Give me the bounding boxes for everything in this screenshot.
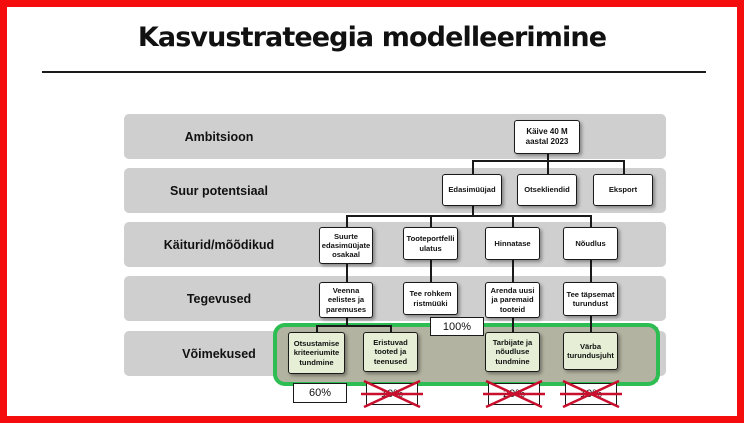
- slide-title: Kasvustrateegia modelleerimine: [137, 22, 607, 53]
- connector-to-driver-1: [346, 215, 348, 227]
- connector-driver3-action3: [512, 260, 514, 282]
- node-driver-hinnatase: Hinnatase: [485, 227, 540, 260]
- connector-action3-capability3: [512, 318, 514, 332]
- connector-to-driver-4: [590, 215, 592, 227]
- band-label-actions: Tegevused: [186, 291, 252, 306]
- band-label-drivers: Käiturid/mõõdikud: [163, 237, 275, 252]
- node-capability-eristuvad: Eristuvad tooted ja teenused: [363, 332, 418, 372]
- connector-to-edasimuujad: [472, 160, 474, 174]
- connector-drivers-bar: [346, 215, 591, 217]
- node-driver-noudlus: Nõudlus: [563, 227, 618, 260]
- node-potential-edasimuujad: Edasimüüjad: [442, 174, 502, 206]
- connector-ambition-down: [547, 153, 549, 161]
- node-action-turundus: Tee täpsemat turundust: [563, 282, 618, 316]
- node-capability-tarbijate: Tarbijate ja nõudluse tundmine: [485, 332, 540, 372]
- connector-to-otsekliendid: [547, 160, 549, 174]
- title-underline: [42, 71, 706, 73]
- strike-capability-3: [483, 379, 545, 409]
- connector-to-capability-1: [316, 325, 318, 332]
- connector-action4-capability4: [590, 316, 592, 332]
- strike-capability-2: [361, 379, 423, 409]
- connector-driver4-action4: [590, 260, 592, 282]
- connector-to-driver-2: [430, 215, 432, 227]
- node-action-ristmuuk: Tee rohkem ristmüüki: [403, 282, 458, 315]
- connector-driver1-action1: [346, 264, 348, 282]
- connector-to-eksport: [623, 160, 625, 174]
- connector-driver2-action2: [430, 260, 432, 282]
- node-ambition: Käive 40 M aastal 2023: [514, 120, 580, 154]
- connector-edasimuujad-down: [472, 206, 474, 216]
- node-potential-otsekliendid: Otsekliendid: [517, 174, 577, 206]
- band-label-capabilities: Võimekused: [182, 346, 256, 361]
- band-label-potential: Suur potentsiaal: [170, 183, 268, 198]
- node-capability-otsustamise: Otsustamise kriteeriumite tundmine: [288, 332, 345, 374]
- percentage-overall: 100%: [430, 317, 484, 336]
- node-action-veenna: Veenna eelistes ja paremuses: [319, 282, 373, 318]
- connector-to-capability-2: [390, 325, 392, 332]
- strike-capability-4: [560, 379, 622, 409]
- node-capability-varba: Värba turundusjuht: [563, 332, 618, 370]
- node-driver-tooteportfell: Tooteportfelli ulatus: [403, 227, 458, 260]
- node-potential-eksport: Eksport: [593, 174, 653, 206]
- node-driver-suurte-edasimuujate: Suurte edasimüüjate osakaal: [319, 227, 373, 264]
- node-action-arenda: Arenda uusi ja paremaid tooteid: [485, 282, 540, 318]
- connector-capability-bar: [316, 325, 392, 327]
- connector-to-driver-3: [512, 215, 514, 227]
- connector-action1-down: [346, 318, 348, 326]
- percentage-capability-1: 60%: [293, 383, 347, 403]
- band-label-ambition: Ambitsioon: [184, 129, 254, 144]
